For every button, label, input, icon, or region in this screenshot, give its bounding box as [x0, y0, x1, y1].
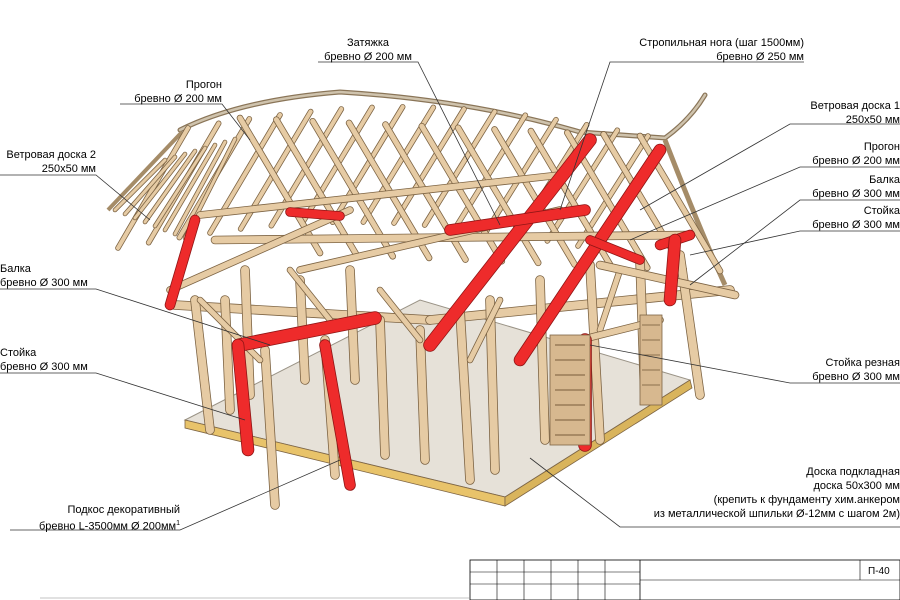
leader-progon-right [629, 166, 900, 241]
post [416, 326, 429, 464]
leader-stoyka-reznaya [589, 344, 900, 384]
rafter-left [453, 113, 528, 230]
rafter-right [492, 126, 578, 267]
purlin-upper [197, 172, 563, 218]
strut [377, 287, 423, 343]
balka-highlight [586, 236, 644, 264]
strut [467, 297, 503, 363]
post [261, 346, 279, 509]
rafter-highlight [424, 134, 596, 351]
post [221, 296, 234, 414]
ridge-board [177, 89, 708, 141]
timber-members [112, 104, 740, 510]
rafter-right [455, 125, 541, 266]
strut [597, 267, 623, 333]
post [676, 251, 704, 399]
post [586, 261, 604, 444]
leader-balka-left [0, 288, 271, 346]
rafter-left [330, 104, 405, 225]
gable-rafter [123, 155, 177, 216]
leader-stropilnaya [559, 61, 804, 211]
strut [287, 267, 333, 323]
beam-highlight [234, 312, 381, 351]
leader-stoyka-left [0, 372, 246, 421]
gable-rafter [173, 140, 227, 236]
post [486, 296, 499, 474]
leader-balka-right [689, 199, 900, 286]
leader-doska [529, 457, 900, 528]
post [191, 296, 214, 434]
purlin-highlight [286, 208, 344, 220]
rafter-right [273, 117, 359, 258]
tie-beam-highlight [445, 205, 590, 235]
leader-zatyazhka [318, 61, 501, 226]
footnote-mark: 1 [176, 520, 180, 527]
purlin-left [167, 207, 353, 293]
gable-rafter [143, 149, 197, 224]
post [456, 306, 474, 484]
leader-podkos [10, 459, 341, 531]
title-block [469, 559, 900, 600]
gable-rafter [133, 152, 187, 220]
rafter-left [545, 128, 620, 243]
rafter-left [116, 126, 190, 250]
beam-right [426, 286, 734, 324]
strut [197, 297, 263, 363]
rafter-left [392, 107, 466, 226]
leader-vetrovaya-1 [639, 123, 900, 211]
post [376, 316, 389, 459]
leader-progon-left [120, 103, 251, 141]
leader-vetrovaya-2 [0, 174, 151, 221]
rafter-right [310, 118, 396, 259]
label-stropilnaya-noga: Стропильная нога (шаг 1500мм)бревно Ø 25… [639, 37, 804, 63]
brace-highlight [320, 340, 355, 490]
drawing-code: П-40 [868, 566, 890, 577]
gable-rafter [113, 158, 167, 212]
post-highlight [232, 339, 254, 456]
post [536, 276, 549, 444]
rafter-highlight [514, 144, 666, 366]
leader-stoyka-right [689, 230, 900, 256]
post [241, 266, 254, 399]
post-right-highlight [664, 234, 681, 306]
wind-board-highlight [165, 215, 200, 310]
gable-rafter [153, 146, 207, 228]
wind-board-left [106, 130, 184, 212]
leader-lines [0, 61, 900, 531]
ridge-board-highlight [178, 90, 707, 140]
carved-post [549, 314, 663, 446]
gable-rafter [163, 143, 217, 232]
